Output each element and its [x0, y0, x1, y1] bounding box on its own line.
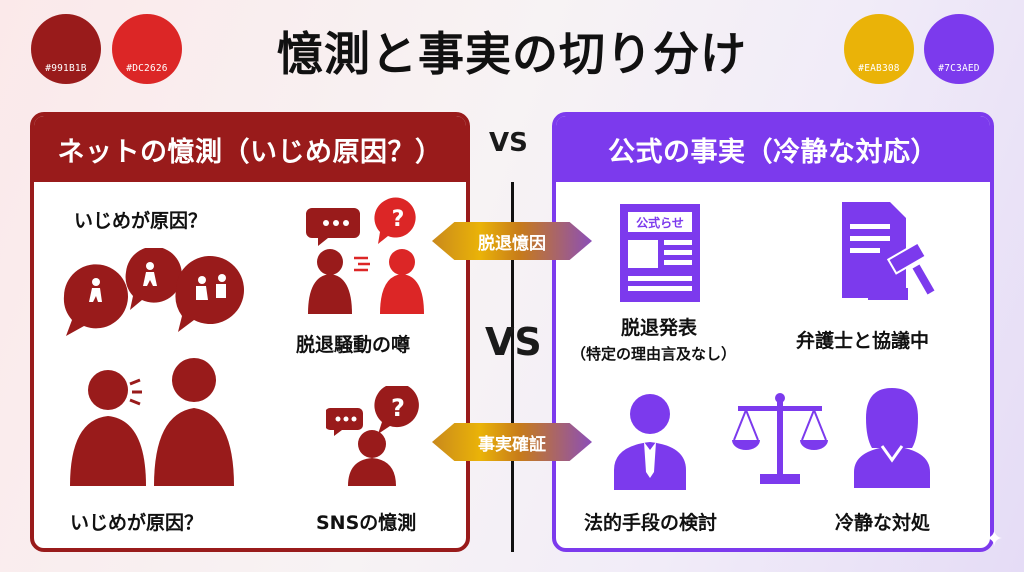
whisper-people-icon — [70, 358, 234, 486]
vs-top: VS — [489, 128, 528, 158]
swatch-label: #DC2626 — [126, 63, 168, 74]
vs-middle: VS — [485, 320, 542, 364]
swatch-red: #DC2626 — [112, 14, 182, 84]
scales-icon — [732, 393, 828, 484]
question-bubble-icon: ? — [326, 386, 419, 486]
arguing-people-icon: ? — [306, 197, 424, 314]
swatch-dark-red: #991B1B — [31, 14, 101, 84]
swatch-label: #991B1B — [45, 63, 87, 74]
swatch-yellow: #EAB308 — [844, 14, 914, 84]
center-divider — [511, 182, 514, 552]
swatch-purple: #7C3AED — [924, 14, 994, 84]
lawyer-label: 弁護士と協議中 — [796, 330, 930, 352]
announcement-sub-label: （特定の理由言及なし） — [571, 345, 737, 363]
speech-bubbles-icon — [63, 248, 244, 336]
calm-label: 冷静な対処 — [835, 512, 931, 534]
tag-arrow-2: 事実確証 — [432, 423, 592, 461]
announcement-label: 脱退発表 — [621, 317, 698, 339]
swatch-label: #7C3AED — [938, 63, 980, 74]
newspaper-icon: 公式らせ — [620, 204, 700, 302]
bottom-title-label: いじめが原因？ — [70, 512, 204, 534]
svg-text:?: ? — [392, 207, 405, 232]
rumor-label: 脱退騒動の噂 — [296, 334, 411, 356]
bubble-title-label: いじめが原因？ — [74, 210, 208, 232]
legal-label: 法的手段の検討 — [584, 512, 718, 534]
sparkle-icon: ✦ — [985, 527, 1004, 552]
swatch-label: #EAB308 — [858, 63, 900, 74]
businessman-icon — [614, 394, 686, 490]
facts-header: 公式の事実（冷静な対応） — [556, 116, 990, 182]
sns-label: SNSの憶測 — [316, 512, 417, 534]
woman-icon — [854, 388, 930, 488]
newspaper-text: 公式らせ — [636, 215, 684, 230]
document-gavel-icon — [842, 202, 935, 300]
tag-arrow-1: 脱退憶因 — [432, 222, 592, 260]
page-title: 憶測と事実の切り分け — [277, 27, 747, 81]
svg-text:?: ? — [391, 394, 405, 422]
speculation-header: ネットの憶測（いじめ原因？） — [34, 116, 466, 182]
